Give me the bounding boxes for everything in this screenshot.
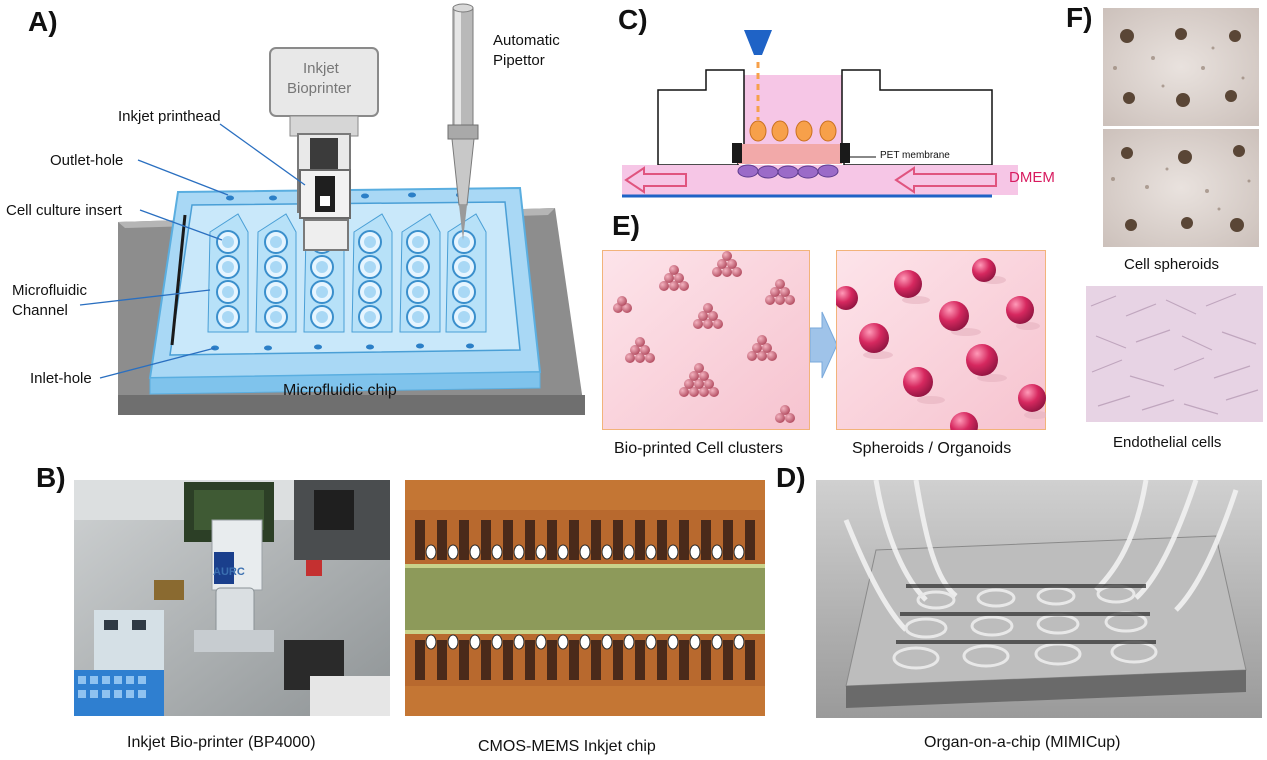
bioprinter-caption: Inkjet Bio-printer (BP4000): [127, 734, 316, 751]
spheroids: [749, 120, 837, 142]
cell-culture-inserts: [207, 213, 487, 333]
organ-on-a-chip-photo: [816, 480, 1262, 718]
spheroids-organoids-panel: [836, 250, 1046, 430]
endothelial-cells-caption: Endothelial cells: [1113, 434, 1222, 451]
bioprinted-clusters-caption: Bio-printed Cell clusters: [614, 440, 783, 457]
transition-arrow-icon: [810, 311, 838, 379]
inflow-arrow-icon: [894, 166, 997, 194]
leader-lines: [79, 123, 306, 379]
inlet-hole-label: Inlet-hole: [30, 370, 92, 387]
bioprinter-photo: [74, 480, 390, 716]
printer-box-label-1: Inkjet: [303, 60, 339, 77]
microfluidic-channel-label-2: Channel: [12, 302, 68, 319]
printer-brand-label: AURC: [213, 566, 245, 578]
organ-on-chip-caption: Organ-on-a-chip (MIMICup): [924, 734, 1121, 751]
endothelial-cells: [737, 164, 839, 179]
pipettor-label-2: Pipettor: [493, 52, 545, 69]
microfluidic-chip-illustration: [79, 3, 585, 415]
printhead-label: Inkjet printhead: [118, 108, 221, 125]
pet-membrane-label: PET membrane: [880, 150, 950, 161]
cell-spheroids-caption: Cell spheroids: [1124, 256, 1220, 273]
microfluidic-chip-label: Microfluidic chip: [283, 382, 397, 399]
spheroids-organoids-caption: Spheroids / Organoids: [852, 440, 1012, 457]
panel-d-letter: D): [776, 462, 806, 493]
panel-b-letter: B): [36, 462, 66, 493]
automatic-pipettor: [447, 3, 479, 240]
panel-c-letter: C): [618, 4, 648, 35]
outflow-arrow-icon: [624, 166, 687, 194]
bioprinted-clusters-panel: [602, 250, 810, 430]
panel-f-letter: F): [1066, 2, 1093, 33]
inkjet-chip-caption: CMOS-MEMS Inkjet chip: [478, 738, 656, 755]
cell-culture-cross-section: [622, 30, 1018, 198]
panel-a-letter: A): [28, 6, 58, 37]
endothelial-micrograph: [1086, 286, 1263, 422]
spheroid-micrograph-bottom: [1103, 129, 1259, 247]
dmem-label: DMEM: [1009, 169, 1055, 186]
printer-box-label-2: Bioprinter: [287, 80, 352, 97]
panel-e-letter: E): [612, 210, 640, 241]
pipettor-label-1: Automatic: [493, 32, 560, 49]
inkjet-chip-photo: [405, 480, 765, 716]
spheroid-micrograph-top: [1103, 8, 1259, 126]
nozzle-icon: [744, 30, 772, 55]
microfluidic-channel-label-1: Microfluidic: [12, 282, 88, 299]
cell-culture-insert-label: Cell culture insert: [6, 202, 122, 219]
inkjet-bioprinter: [269, 47, 379, 251]
outlet-hole-label: Outlet-hole: [50, 152, 124, 169]
